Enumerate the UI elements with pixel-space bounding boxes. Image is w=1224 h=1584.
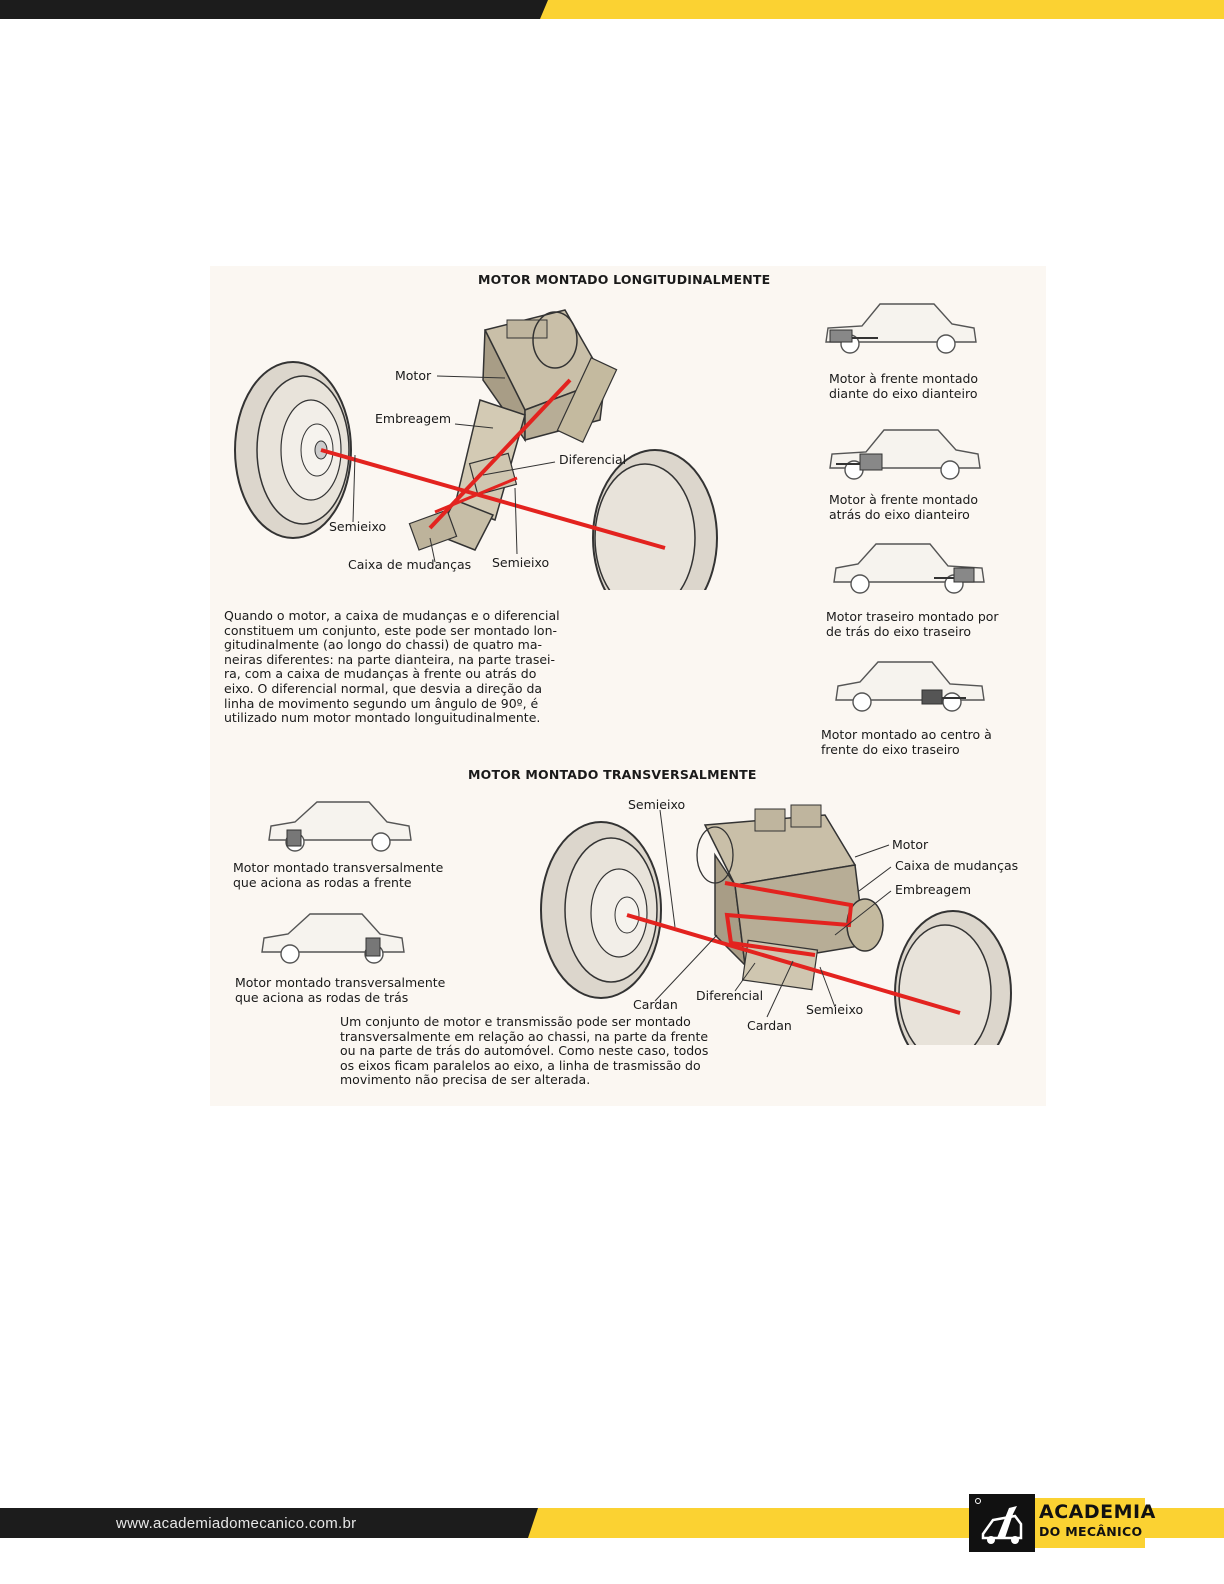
longitudinal-description: Quando o motor, a caixa de mudanças e o …	[224, 608, 560, 726]
academia-logo	[969, 1494, 1145, 1552]
transverse-drivetrain-diagram	[540, 804, 1012, 1045]
car-rear-engine-icon	[833, 543, 985, 594]
transverse-description: Um conjunto de motor e transmissão pode …	[340, 1014, 709, 1088]
label-caixa-de-mudancas: Caixa de mudanças	[348, 557, 472, 572]
para-line: eixo. O diferencial normal, que desvia a…	[224, 680, 543, 696]
label-diferencial: Diferencial	[559, 452, 627, 467]
car-front-engine-ahead-icon	[825, 303, 977, 354]
label-cardan-left: Cardan	[633, 997, 678, 1012]
left-wheel-icon	[234, 361, 352, 539]
label-semieixo-right-transverse: Semieixo	[806, 1002, 864, 1017]
section-title-transversal: MOTOR MONTADO TRANSVERSALMENTE	[468, 767, 757, 782]
label-embreagem: Embreagem	[375, 411, 452, 426]
footer-url-link[interactable]: www.academiadomecanico.com.br	[116, 1515, 357, 1532]
semieixo-line	[320, 448, 666, 550]
label-diferencial-transverse: Diferencial	[696, 988, 764, 1003]
label-caixa-transverse: Caixa de mudanças	[895, 858, 1019, 873]
para-line: utilizado num motor montado longuitudina…	[224, 710, 541, 726]
para-line: constituem um conjunto, este pode ser mo…	[224, 622, 558, 638]
logo-text-academia: ACADEMIA	[1039, 1501, 1156, 1523]
car-mid-engine-icon	[835, 661, 985, 712]
para-line: transversalmente em relação ao chassi, n…	[340, 1028, 709, 1044]
right-wheel-icon	[592, 449, 718, 590]
para-line: ou na parte de trás do automóvel. Como n…	[340, 1043, 709, 1059]
label-motor-transverse: Motor	[892, 837, 929, 852]
para-line: os eixos ficam paralelos ao eixo, a linh…	[340, 1057, 701, 1073]
right-wheel-icon	[894, 910, 1012, 1045]
left-wheel-icon	[540, 821, 662, 999]
label-embreagem-transverse: Embreagem	[895, 882, 972, 897]
wrench-car-icon	[975, 1498, 1023, 1544]
para-line: gitudinalmente (ao longo do chassi) de q…	[224, 637, 543, 653]
para-line: movimento não precisa de ser alterada.	[340, 1072, 591, 1088]
label-cardan-right: Cardan	[747, 1018, 792, 1033]
label-semieixo-left: Semieixo	[329, 519, 387, 534]
para-line: Um conjunto de motor e transmissão pode …	[340, 1014, 691, 1029]
car-transverse-front-icon	[268, 801, 412, 852]
para-line: Quando o motor, a caixa de mudanças e o …	[224, 608, 560, 623]
transmission-path	[724, 881, 854, 957]
car-front-engine-behind-icon	[829, 429, 981, 480]
label-motor: Motor	[395, 368, 432, 383]
para-line: neiras diferentes: na parte dianteira, n…	[224, 651, 556, 667]
car-transverse-rear-icon	[261, 913, 405, 964]
top-banner	[0, 0, 1224, 19]
longitudinal-drivetrain-diagram	[234, 309, 718, 590]
para-line: linha de movimento segundo um ângulo de …	[224, 695, 539, 711]
section-title-longitudinal: MOTOR MONTADO LONGITUDINALMENTE	[478, 272, 771, 287]
label-semieixo-top: Semieixo	[628, 797, 686, 812]
label-semieixo-right: Semieixo	[492, 555, 550, 570]
engine-block-icon	[696, 804, 884, 968]
para-line: ra, com a caixa de mudanças à frente ou …	[224, 666, 537, 682]
semieixo-line	[626, 913, 961, 1015]
logo-text-do-mecanico: DO MECÂNICO	[1039, 1524, 1143, 1539]
